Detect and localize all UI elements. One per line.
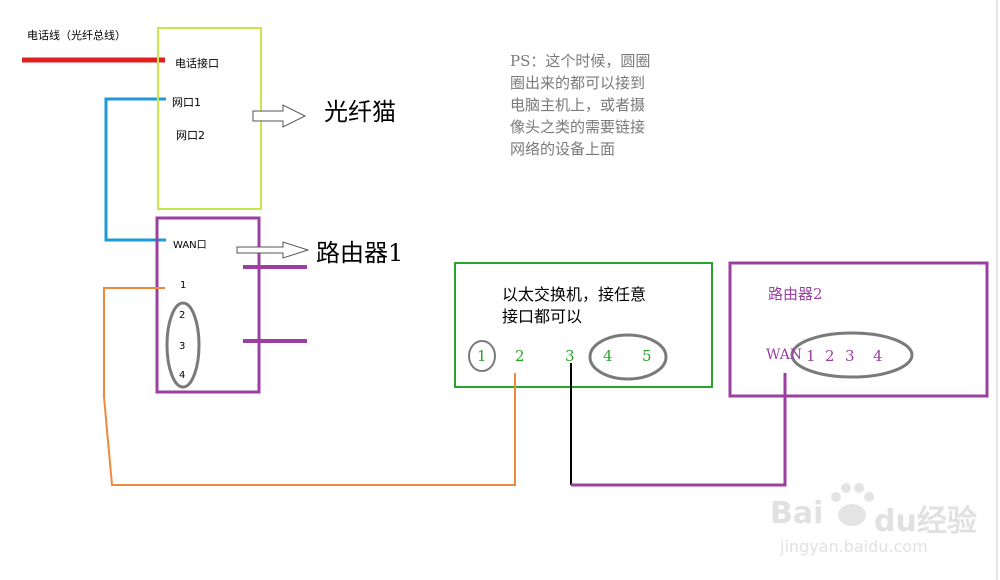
router2-box — [728, 261, 989, 398]
switch-title-line: 以太交换机，接任意 — [502, 285, 647, 304]
ps-note-line: 网络的设备上面 — [510, 140, 616, 158]
switch-port-1: 1 — [477, 347, 487, 365]
baidu-paw-icon — [831, 483, 874, 526]
router1-port-3: 3 — [179, 341, 186, 352]
router1-port-wan: WAN口 — [173, 240, 207, 251]
ps-note-line: PS：这个时候，圆圈 — [510, 52, 651, 70]
router1-port-2: 2 — [179, 310, 186, 321]
watermark-bai: Bai — [770, 496, 824, 531]
switch-port-5: 5 — [642, 347, 652, 365]
modem-port-lan2: 网口2 — [176, 129, 205, 142]
watermark-logo: Bai — [770, 496, 823, 531]
modem-port-lan1: 网口1 — [172, 96, 201, 109]
router2-lan-circle — [790, 331, 914, 379]
switch-box — [454, 262, 713, 388]
router1-to-switch-cable — [103, 287, 516, 486]
router2-port-2: 2 — [825, 347, 835, 365]
ps-note-line: 圈出来的都可以接到 — [510, 74, 646, 92]
switch-port45-circle — [588, 333, 668, 381]
ps-note: PS：这个时候，圆圈 圈出来的都可以接到 电脑主机上，或者摄 像头之类的需要链接… — [510, 50, 660, 160]
switch-port-2: 2 — [515, 347, 525, 365]
router2-port-3: 3 — [845, 347, 855, 365]
watermark-du: du经验 — [874, 496, 977, 540]
modem-to-router-cable — [104, 97, 166, 242]
modem-arrow — [252, 104, 307, 128]
router1-port-1: 1 — [180, 280, 187, 291]
phone-line-label: 电话线（光纤总线） — [27, 29, 126, 42]
switch-to-router2-cable — [571, 373, 787, 487]
switch-port-4: 4 — [603, 347, 613, 365]
router2-port-4: 4 — [873, 347, 883, 365]
router1-title: 路由器1 — [316, 239, 404, 267]
switch-title-line: 接口都可以 — [502, 307, 583, 326]
router1-box — [155, 216, 261, 394]
router1-arrow — [236, 241, 310, 259]
router1-lan-circle — [165, 301, 201, 389]
watermark-du-text: du — [874, 504, 917, 539]
switch-title: 以太交换机，接任意 接口都可以 — [502, 284, 646, 328]
fiber-modem-title: 光纤猫 — [324, 98, 396, 126]
modem-port-phone: 电话接口 — [175, 57, 219, 70]
switch-port-3: 3 — [565, 347, 575, 365]
router2-title: 路由器2 — [768, 285, 823, 303]
switch-port1-circle — [468, 340, 496, 372]
router2-port-1: 1 — [806, 347, 816, 365]
router1-port-4: 4 — [179, 370, 186, 381]
ps-note-line: 电脑主机上，或者摄 — [510, 96, 646, 114]
router2-port-wan: WAN — [766, 347, 803, 363]
ps-note-line: 像头之类的需要链接 — [510, 118, 646, 136]
watermark-url: jingyan.baidu.com — [780, 537, 928, 556]
watermark-cn: 经验 — [916, 504, 977, 539]
